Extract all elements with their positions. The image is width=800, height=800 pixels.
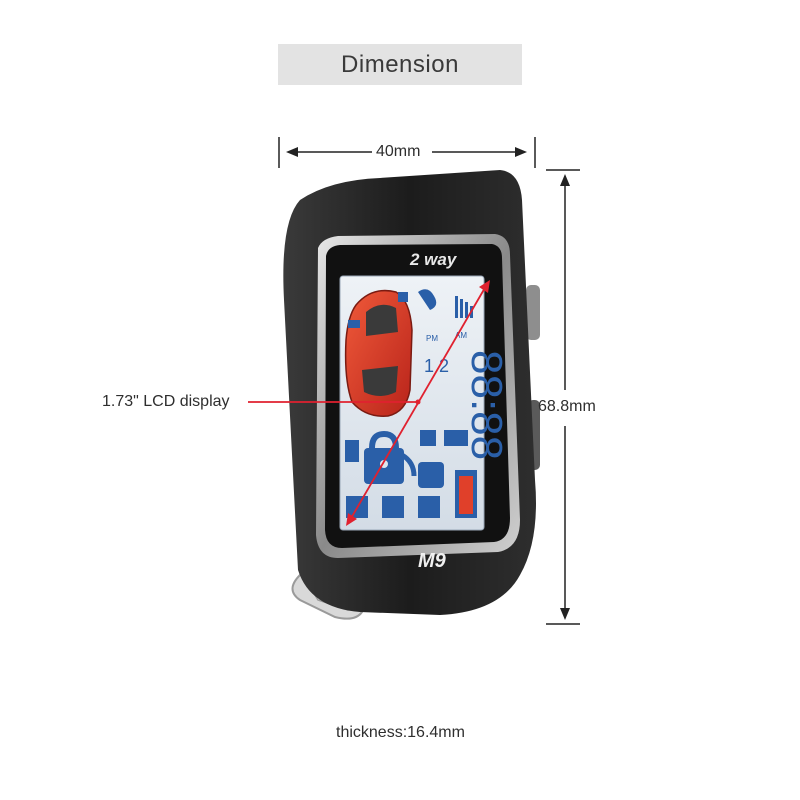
height-label: 68.8mm xyxy=(538,398,596,415)
lcd-display-label: 1.73" LCD display xyxy=(102,393,230,410)
snow-icon xyxy=(420,430,436,446)
siren-icon xyxy=(418,289,437,310)
am-indicator: AM xyxy=(455,331,467,340)
battery-icon xyxy=(455,470,477,518)
lcd-diagonal-arrow xyxy=(248,280,490,526)
vibrate-icon xyxy=(418,462,444,488)
width-dimension xyxy=(278,137,536,168)
door-icon xyxy=(418,496,440,518)
pm-indicator: PM xyxy=(426,334,438,343)
thickness-label: thickness:16.4mm xyxy=(336,724,465,741)
model-label: M9 xyxy=(418,550,447,572)
page-title: Dimension xyxy=(341,50,459,78)
channel-digits: 1 2 xyxy=(424,356,449,376)
lcd-clock: 88:88 xyxy=(462,350,511,460)
height-dimension xyxy=(546,169,580,625)
start-icon xyxy=(444,430,468,446)
dimension-title-box: Dimension xyxy=(278,44,522,85)
auto-indicator xyxy=(345,440,359,462)
brake-icon xyxy=(382,496,404,518)
two-way-label: 2 way xyxy=(409,250,458,269)
width-label: 40mm xyxy=(376,143,421,160)
lcd-screen: AM PM 1 2 88:88 xyxy=(339,275,511,531)
